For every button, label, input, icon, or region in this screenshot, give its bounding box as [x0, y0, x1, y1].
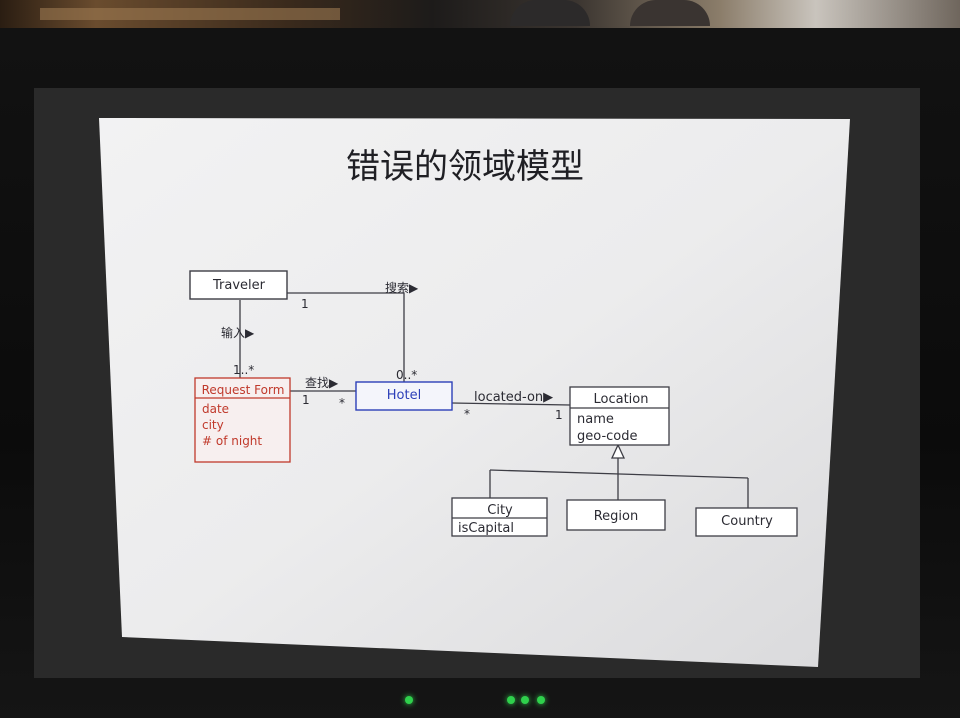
power-led-icon [405, 696, 413, 704]
background-furniture [40, 8, 340, 20]
status-led-icon [507, 696, 515, 704]
background-person [630, 0, 710, 26]
monitor-screen [34, 88, 920, 678]
status-led-icon [521, 696, 529, 704]
background-person [510, 0, 590, 26]
room-background [0, 0, 960, 28]
status-led-icon [537, 696, 545, 704]
